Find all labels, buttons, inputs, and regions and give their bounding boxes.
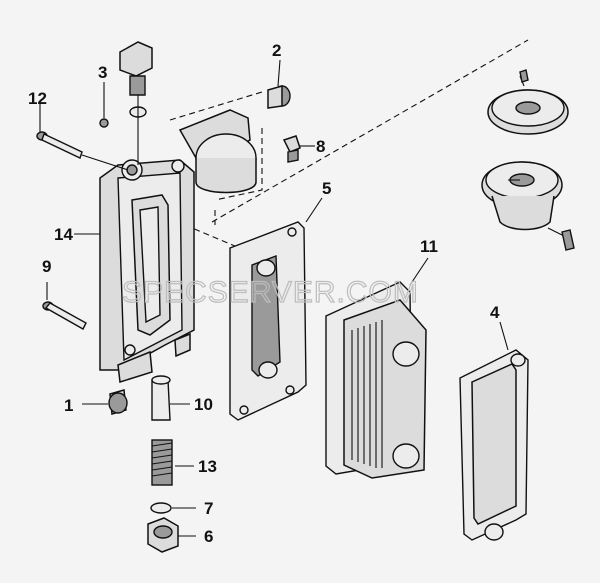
thermostat-upper: [487, 69, 569, 135]
gasket-part-4: [459, 321, 529, 541]
callout-1: 1: [64, 396, 73, 415]
callout-8: 8: [316, 137, 325, 156]
dash-line-plug: [169, 91, 263, 121]
washer-part-3: [99, 118, 109, 128]
watermark-text: SPECSERVER.COM: [122, 276, 419, 309]
plug-part-1: [82, 389, 128, 415]
bolt-part-9: [42, 282, 87, 330]
fitting-part-8: [282, 135, 315, 163]
callout-14: 14: [54, 225, 73, 244]
callout-4: 4: [490, 303, 500, 322]
callout-12: 12: [28, 89, 47, 108]
callout-9: 9: [42, 257, 51, 276]
callout-2: 2: [272, 41, 281, 60]
spring-part-13: [151, 439, 194, 486]
top-bolt: [119, 41, 153, 165]
callout-6: 6: [204, 527, 213, 546]
callout-11: 11: [420, 237, 438, 256]
cooler-core-part-11: [325, 257, 429, 479]
plug-part-6: [147, 517, 196, 553]
gasket-part-5: [229, 197, 323, 421]
plug-part-2: [267, 59, 291, 109]
oring-part-7: [150, 502, 172, 514]
callout-13: 13: [198, 457, 217, 476]
dash-line-fitting: [214, 128, 263, 201]
valve-part-10: [151, 375, 190, 421]
housing-part-14: [99, 109, 257, 383]
callout-10: 10: [194, 395, 213, 414]
dash-line-thermostat: [211, 39, 529, 223]
callout-7: 7: [204, 499, 213, 518]
thermostat-lower: [481, 161, 575, 251]
callout-5: 5: [322, 179, 331, 198]
bolt-part-12: [36, 131, 129, 171]
callout-3: 3: [98, 63, 107, 82]
